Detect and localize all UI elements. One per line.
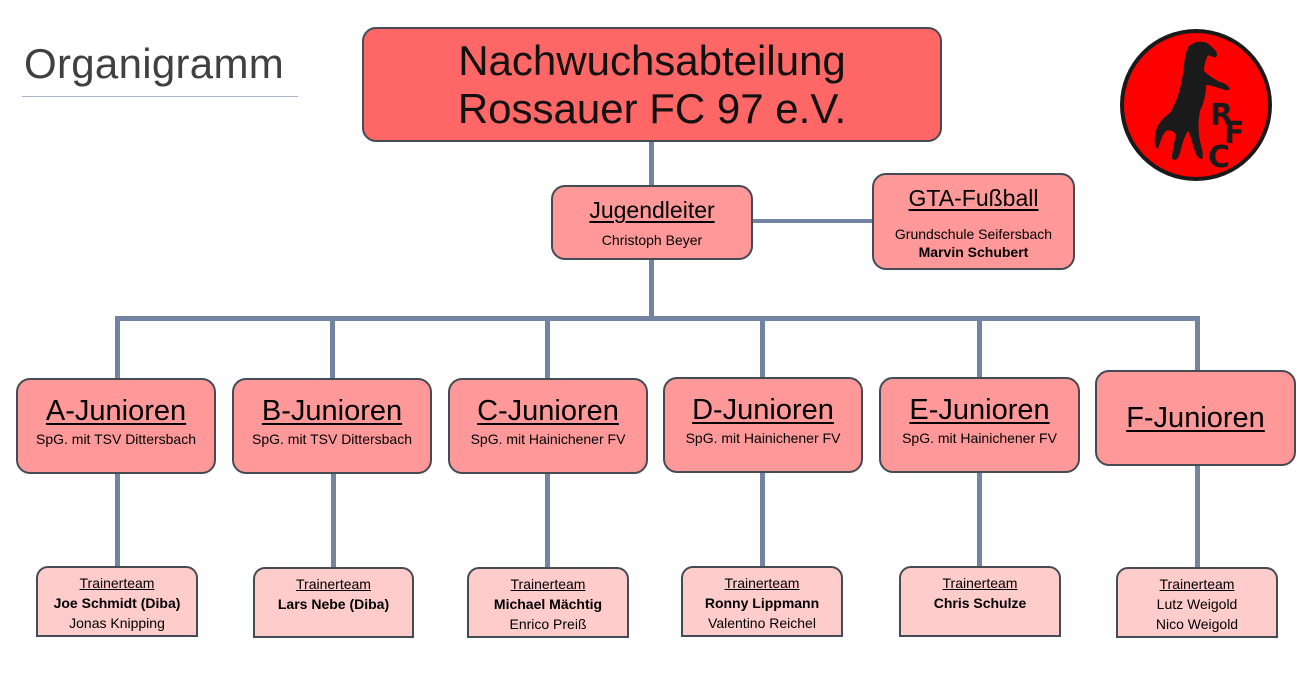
- trainer-box-b: Trainerteam Lars Nebe (Diba): [253, 567, 414, 638]
- connector-horizontal-bus: [115, 316, 1200, 321]
- connector-bus-b: [330, 316, 335, 380]
- connector-a-trainer: [115, 472, 120, 568]
- connector-b-trainer: [331, 472, 336, 568]
- logo-letter-c: C: [1208, 140, 1230, 175]
- trainer-heading: Trainerteam: [942, 575, 1018, 591]
- trainer-box-e: Trainerteam Chris Schulze: [899, 566, 1061, 637]
- trainer-name-1: Lars Nebe (Diba): [277, 596, 390, 612]
- trainer-name-2: Enrico Preiß: [509, 616, 587, 632]
- connector-root-to-jugendleiter: [649, 141, 654, 187]
- page-title: Organigramm: [24, 40, 285, 87]
- jugendleiter-title: Jugendleiter: [589, 197, 715, 223]
- logo-letter-f: F: [1224, 116, 1245, 151]
- trainer-name-1: Michael Mächtig: [493, 596, 603, 612]
- team-title: A-Junioren: [45, 395, 187, 427]
- jugendleiter-name: Christoph Beyer: [601, 232, 703, 248]
- root-line-1: Nachwuchsabteilung: [458, 36, 846, 84]
- trainer-heading: Trainerteam: [79, 575, 155, 591]
- trainer-heading: Trainerteam: [510, 576, 586, 592]
- connector-bus-a: [115, 316, 120, 380]
- rearing-horse-icon: [1154, 41, 1230, 160]
- connector-c-trainer: [545, 472, 550, 568]
- connector-e-trainer: [977, 472, 982, 568]
- gta-contact-name: Marvin Schubert: [918, 244, 1029, 260]
- title-underline: [22, 96, 298, 97]
- team-box-c-junioren: C-Junioren SpG. mit Hainichener FV: [448, 378, 648, 474]
- team-title: E-Junioren: [909, 394, 1050, 426]
- trainer-box-f: Trainerteam Lutz Weigold Nico Weigold: [1116, 567, 1278, 638]
- gta-school: Grundschule Seifersbach: [895, 226, 1052, 242]
- connector-d-trainer: [760, 472, 765, 568]
- team-partnership: SpG. mit Hainichener FV: [470, 431, 626, 447]
- connector-jugendleiter-to-gta: [752, 219, 874, 223]
- team-title: B-Junioren: [261, 395, 403, 427]
- trainer-name-1: Lutz Weigold: [1156, 596, 1238, 612]
- gta-school-text: Grundschule Seifersbach: [894, 226, 1053, 242]
- team-box-a-junioren: A-Junioren SpG. mit TSV Dittersbach: [16, 378, 216, 474]
- trainer-box-a: Trainerteam Joe Schmidt (Diba) Jonas Kni…: [36, 566, 198, 637]
- team-title: D-Junioren: [692, 394, 834, 426]
- club-logo: R F C: [1120, 29, 1272, 181]
- trainer-name-2: Jonas Knipping: [69, 615, 165, 631]
- trainer-heading: Trainerteam: [1159, 576, 1235, 592]
- team-partnership: SpG. mit Hainichener FV: [685, 430, 841, 446]
- connector-f-trainer: [1195, 464, 1200, 568]
- team-box-b-junioren: B-Junioren SpG. mit TSV Dittersbach: [232, 378, 432, 474]
- jugendleiter-box: Jugendleiter Christoph Beyer: [551, 185, 753, 260]
- root-box-nachwuchsabteilung: Nachwuchsabteilung Rossauer FC 97 e.V.: [362, 27, 942, 142]
- team-title: F-Junioren: [1126, 402, 1265, 434]
- trainer-name-2: Nico Weigold: [1155, 616, 1239, 632]
- connector-bus-d: [760, 316, 765, 380]
- gta-title: GTA-Fußball: [908, 185, 1039, 211]
- team-box-e-junioren: E-Junioren SpG. mit Hainichener FV: [879, 377, 1080, 473]
- trainer-name-1: Chris Schulze: [933, 595, 1027, 611]
- team-box-f-junioren: F-Junioren: [1095, 370, 1296, 466]
- logo-letter-r: R: [1210, 98, 1233, 133]
- rfc-letters: R F C: [1208, 98, 1245, 175]
- connector-bus-e: [977, 316, 982, 380]
- team-box-d-junioren: D-Junioren SpG. mit Hainichener FV: [663, 377, 863, 473]
- connector-jugendleiter-down: [649, 258, 654, 319]
- trainer-box-c: Trainerteam Michael Mächtig Enrico Preiß: [467, 567, 629, 638]
- root-line-2: Rossauer FC 97 e.V.: [457, 84, 847, 132]
- gta-fussball-box: GTA-Fußball Grundschule Seifersbach Marv…: [872, 173, 1075, 270]
- connector-bus-c: [545, 316, 550, 380]
- trainer-box-d: Trainerteam Ronny Lippmann Valentino Rei…: [681, 566, 843, 637]
- team-partnership: SpG. mit Hainichener FV: [902, 430, 1057, 446]
- trainer-name-2: Valentino Reichel: [708, 615, 816, 631]
- trainer-name-1: Ronny Lippmann: [704, 595, 820, 611]
- trainer-heading: Trainerteam: [724, 575, 800, 591]
- connector-bus-f: [1195, 316, 1200, 372]
- trainer-name-1: Joe Schmidt (Diba): [53, 595, 181, 611]
- team-partnership: SpG. mit TSV Dittersbach: [251, 431, 412, 447]
- trainer-heading: Trainerteam: [296, 576, 371, 592]
- team-partnership: SpG. mit TSV Dittersbach: [35, 431, 196, 447]
- team-title: C-Junioren: [477, 395, 619, 427]
